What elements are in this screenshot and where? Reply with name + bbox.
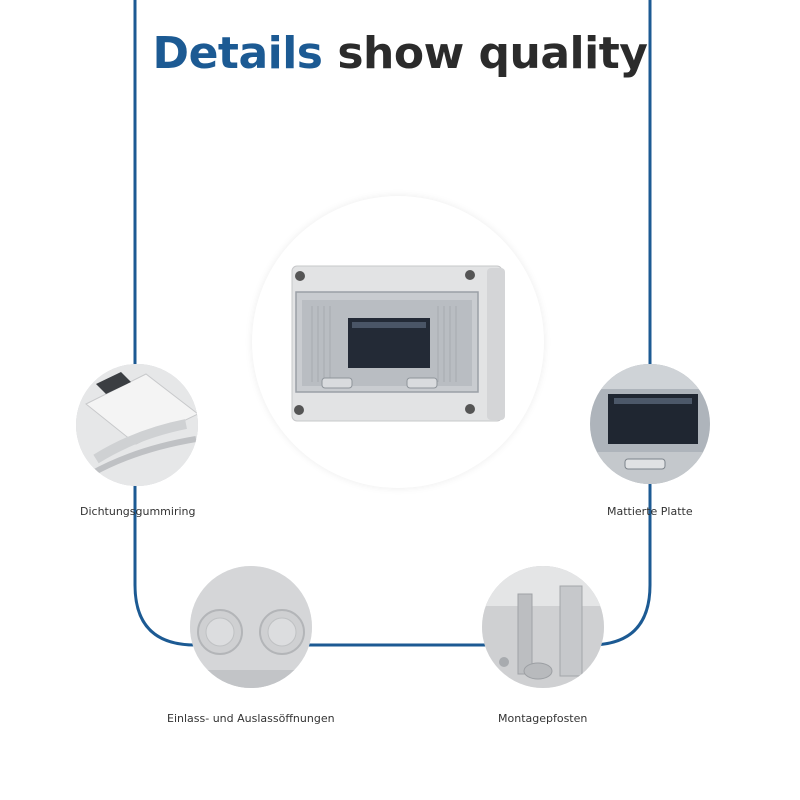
feature-image-gasket: [76, 364, 198, 486]
page-title: Details show quality: [0, 24, 800, 84]
feature-label-openings: Einlass- und Auslassöffnungen: [167, 712, 335, 725]
product-image: [252, 196, 544, 488]
feature-label-gasket: Dichtungsgummiring: [80, 505, 196, 518]
title-accent: Details: [152, 28, 323, 79]
feature-label-frosted-panel: Mattierte Platte: [607, 505, 693, 518]
title-rest: show quality: [337, 28, 648, 79]
feature-image-openings: [190, 566, 312, 688]
feature-label-mounting-post: Montagepfosten: [498, 712, 588, 725]
feature-image-mounting-post: [482, 566, 604, 688]
feature-image-frosted-panel: [590, 364, 710, 484]
